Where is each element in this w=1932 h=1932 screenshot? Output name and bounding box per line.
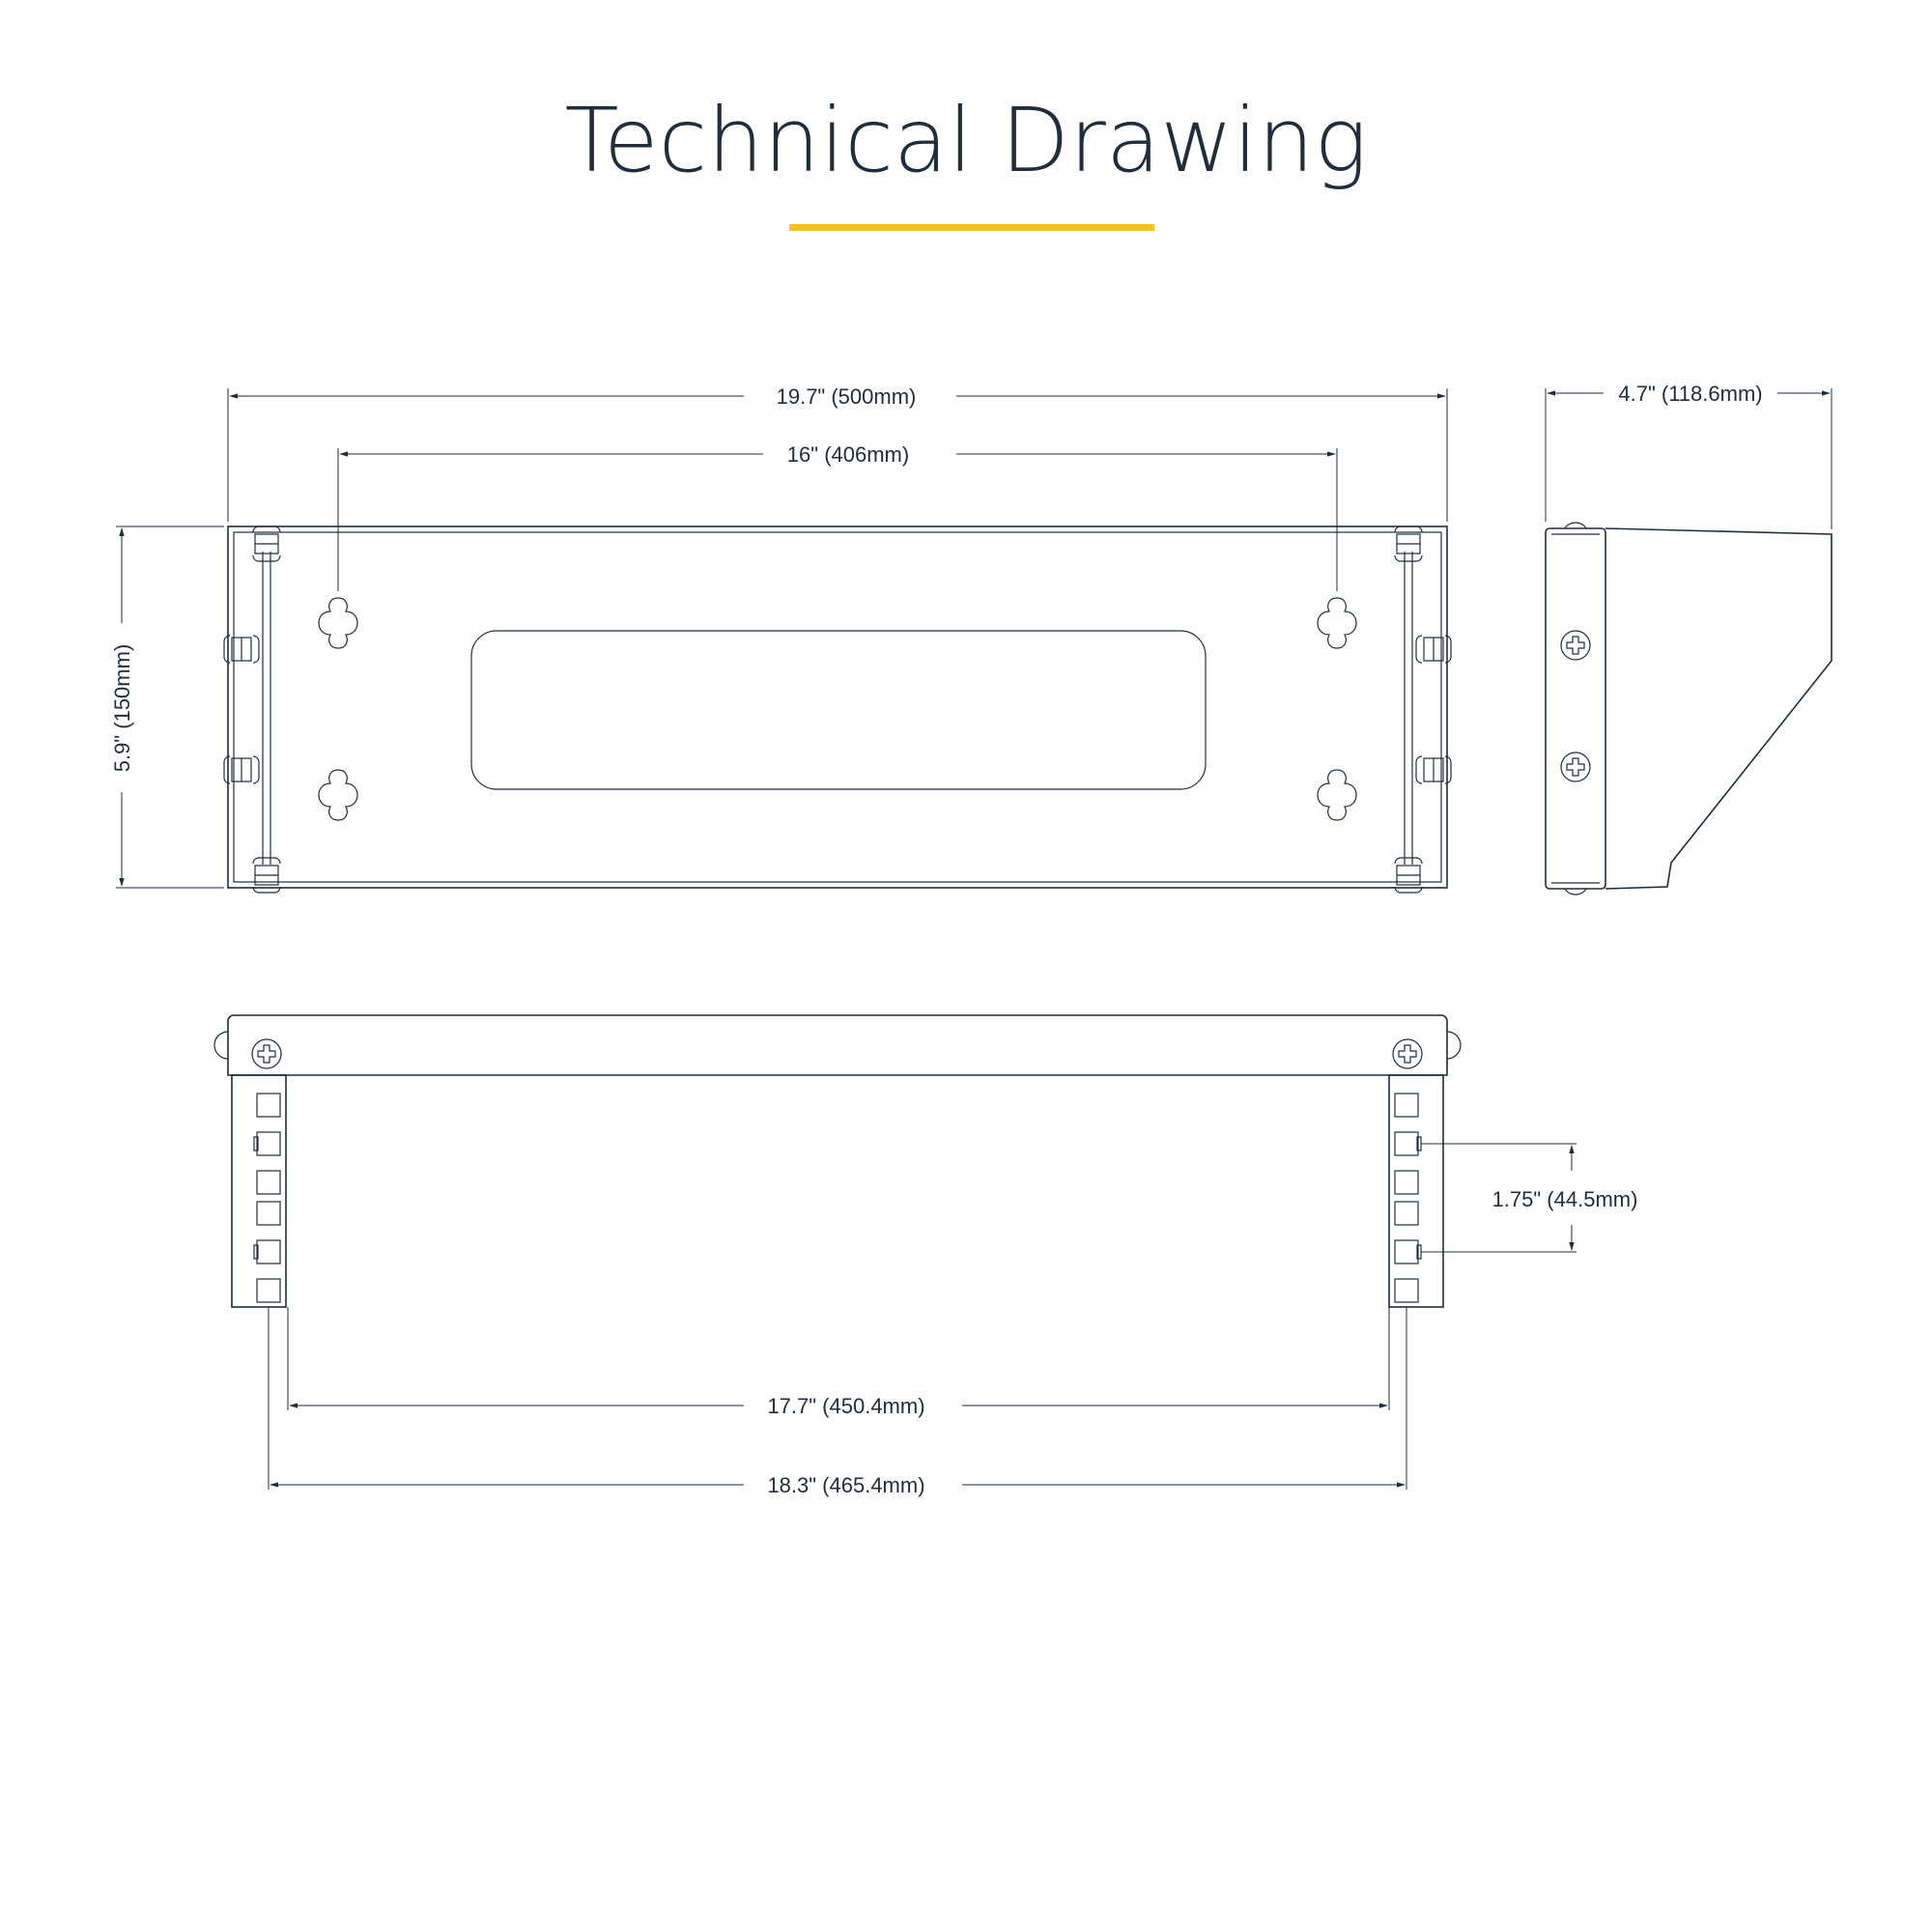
right-rail-holes bbox=[1394, 1093, 1422, 1303]
cable-pass-through-cutout bbox=[470, 630, 1207, 790]
outer-rail-width-label: 18.3" (465.4mm) bbox=[767, 1473, 924, 1497]
screw-icon bbox=[1560, 630, 1591, 661]
top-view: 1.75" (44.5mm) 17.7" (450.4mm) 18.3" (46… bbox=[213, 1014, 1638, 1497]
cage-nut-icon bbox=[1415, 635, 1452, 664]
screw-icon bbox=[1392, 1038, 1423, 1069]
screw-icon bbox=[1560, 752, 1591, 782]
depth-label: 4.7" (118.6mm) bbox=[1618, 382, 1762, 406]
title-accent-rule bbox=[789, 224, 1154, 231]
side-profile-outline bbox=[1605, 527, 1833, 890]
page-title: Technical Drawing bbox=[564, 89, 1368, 192]
keyhole-mount-icon bbox=[1317, 769, 1357, 821]
cage-nut-icon bbox=[223, 635, 260, 664]
inner-rail-width-label: 17.7" (450.4mm) bbox=[767, 1394, 924, 1418]
front-panel-inner-outline bbox=[233, 531, 1442, 883]
rack-unit-label: 1.75" (44.5mm) bbox=[1492, 1187, 1638, 1211]
overall-width-label: 19.7" (500mm) bbox=[777, 384, 917, 409]
left-rack-rail bbox=[231, 1074, 287, 1308]
front-panel-outline bbox=[227, 526, 1448, 889]
left-rail-holes bbox=[253, 1093, 281, 1303]
cage-nut-icon bbox=[223, 755, 260, 784]
keyhole-mount-icon bbox=[1317, 597, 1357, 649]
keyhole-mount-icon bbox=[318, 769, 358, 821]
cage-nut-icon bbox=[1415, 755, 1452, 784]
top-plate-outline bbox=[227, 1014, 1448, 1076]
side-view: 4.7" (118.6mm) bbox=[1545, 382, 1833, 895]
keyhole-mount-icon bbox=[318, 597, 358, 649]
side-rail-outline bbox=[1545, 527, 1606, 890]
screw-icon bbox=[251, 1038, 282, 1069]
right-rack-rail bbox=[1388, 1074, 1444, 1308]
front-view: 19.7" (500mm) 16" (406mm) 5.9" (150mm) bbox=[110, 384, 1452, 894]
height-label: 5.9" (150mm) bbox=[110, 644, 134, 773]
hole-spacing-label: 16" (406mm) bbox=[787, 442, 909, 467]
